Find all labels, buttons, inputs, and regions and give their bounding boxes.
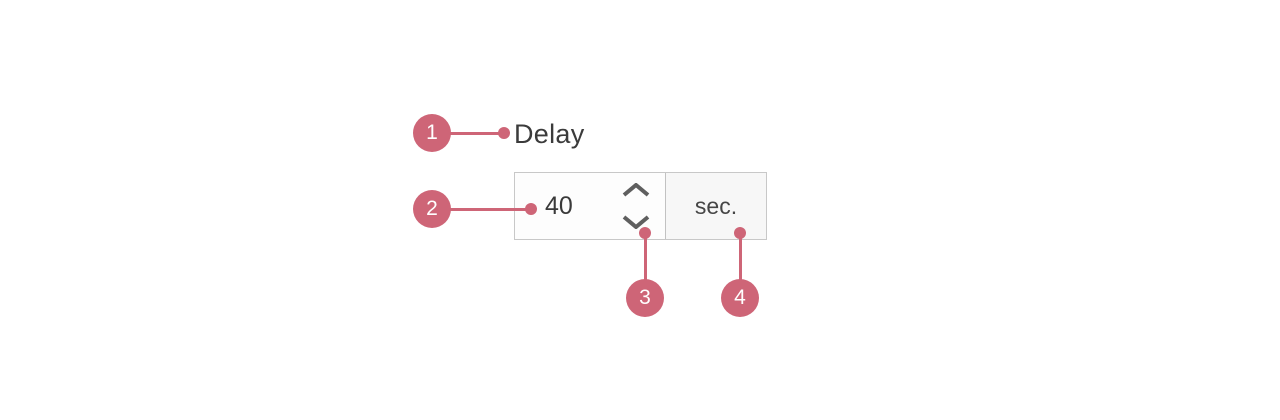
leader-line-1 [448, 132, 506, 135]
leader-line-3 [644, 232, 647, 282]
callout-number: 2 [426, 197, 438, 220]
callout-badge-3: 3 [626, 279, 664, 317]
leader-dot-3 [639, 227, 651, 239]
delay-field-label: Delay [514, 119, 585, 149]
leader-dot-4 [734, 227, 746, 239]
delay-spinner-control: 40 sec. [514, 172, 767, 240]
spinner-value-field[interactable]: 40 [545, 191, 573, 220]
chevron-up-icon[interactable] [621, 183, 651, 197]
callout-number: 3 [639, 286, 651, 309]
spinner-value-cell[interactable]: 40 [515, 173, 665, 239]
callout-badge-1: 1 [413, 114, 451, 152]
spinner-arrow-buttons [621, 183, 651, 229]
leader-line-2 [448, 208, 533, 211]
leader-dot-2 [525, 203, 537, 215]
spinner-unit-label: sec. [694, 192, 738, 219]
leader-line-4 [739, 232, 742, 282]
callout-badge-4: 4 [721, 279, 759, 317]
spinner-unit-cell: sec. [665, 173, 766, 239]
callout-number: 4 [734, 286, 746, 309]
leader-dot-1 [498, 127, 510, 139]
callout-number: 1 [426, 121, 438, 144]
chevron-down-icon[interactable] [621, 215, 651, 229]
callout-badge-2: 2 [413, 190, 451, 228]
